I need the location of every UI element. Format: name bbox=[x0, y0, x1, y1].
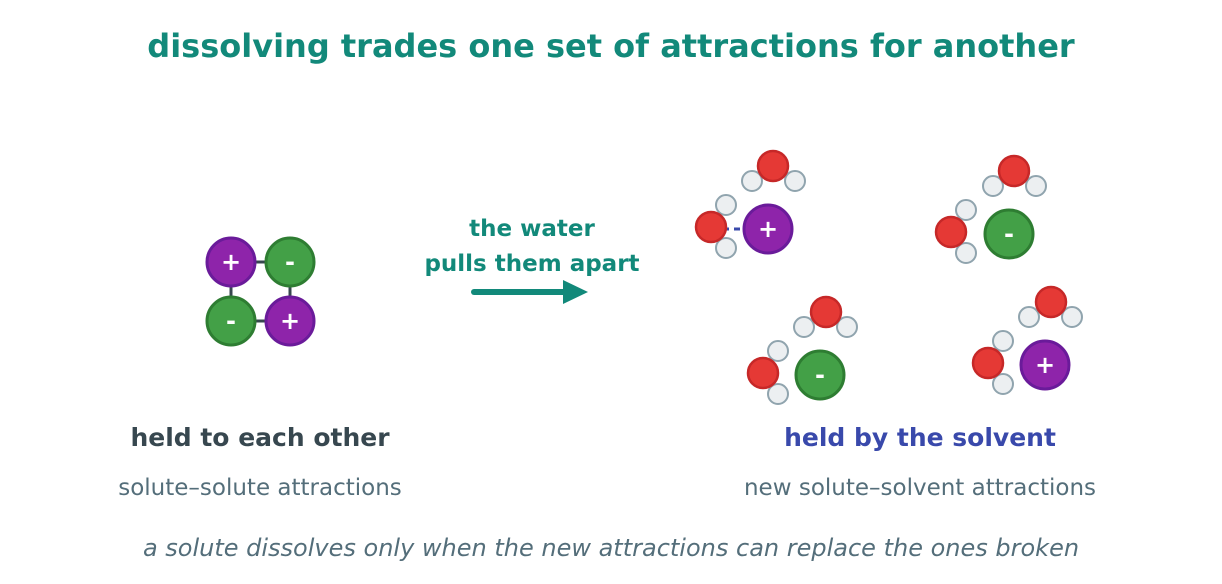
hydrogen-atom bbox=[784, 170, 806, 192]
hydrogen-atom bbox=[1025, 175, 1047, 197]
lattice-negative-ion: - bbox=[205, 295, 257, 347]
hydrogen-atom bbox=[836, 316, 858, 338]
ion-sign: + bbox=[1035, 351, 1055, 379]
left-subheading: solute–solute attractions bbox=[118, 475, 402, 501]
hydrated-negative-ion: - bbox=[934, 154, 1047, 264]
solvated-negative-ion: - bbox=[794, 349, 846, 401]
ion-sign: + bbox=[758, 215, 778, 243]
left-heading: held to each other bbox=[130, 423, 390, 452]
ion-sign: - bbox=[226, 307, 236, 335]
hydrogen-atom bbox=[767, 340, 789, 362]
process-arrow: the water pulls them apart bbox=[424, 216, 640, 304]
lattice-negative-ion: - bbox=[264, 236, 316, 288]
water-molecule bbox=[971, 330, 1014, 395]
water-molecule bbox=[741, 149, 806, 192]
arrow-head bbox=[563, 280, 588, 304]
oxygen-atom bbox=[809, 295, 843, 329]
solvated-positive-ion: + bbox=[742, 203, 794, 255]
lattice-positive-ion: + bbox=[264, 295, 316, 347]
oxygen-atom bbox=[746, 356, 780, 390]
ion-sign: + bbox=[280, 307, 300, 335]
ion-lattice: + - - + bbox=[205, 236, 316, 347]
hydrogen-atom bbox=[1018, 306, 1040, 328]
right-subheading: new solute–solvent attractions bbox=[744, 475, 1096, 501]
hydrogen-atom bbox=[741, 170, 763, 192]
footer-caption: a solute dissolves only when the new att… bbox=[143, 534, 1079, 562]
hydrogen-atom bbox=[793, 316, 815, 338]
oxygen-atom bbox=[997, 154, 1031, 188]
water-molecule bbox=[1018, 285, 1083, 328]
hydrogen-atom bbox=[767, 383, 789, 405]
hydrogen-atom bbox=[992, 330, 1014, 352]
right-heading: held by the solvent bbox=[784, 423, 1056, 452]
oxygen-atom bbox=[1034, 285, 1068, 319]
solvated-positive-ion: + bbox=[1019, 339, 1071, 391]
oxygen-atom bbox=[756, 149, 790, 183]
hydrogen-atom bbox=[955, 199, 977, 221]
hydrogen-atom bbox=[982, 175, 1004, 197]
water-molecule bbox=[694, 194, 737, 259]
water-molecule bbox=[934, 199, 977, 264]
oxygen-atom bbox=[934, 215, 968, 249]
ion-sign: - bbox=[285, 248, 295, 276]
oxygen-atom bbox=[694, 210, 728, 244]
water-molecule bbox=[746, 340, 789, 405]
hydrogen-atom bbox=[715, 237, 737, 259]
hydrated-ions: + - bbox=[694, 149, 1083, 405]
hydrogen-atom bbox=[955, 242, 977, 264]
hydrogen-atom bbox=[1061, 306, 1083, 328]
hydrated-positive-ion: + bbox=[971, 285, 1083, 395]
hydrogen-atom bbox=[992, 373, 1014, 395]
hydrated-positive-ion: + bbox=[694, 149, 806, 259]
ion-sign: - bbox=[815, 361, 825, 389]
ion-sign: + bbox=[221, 248, 241, 276]
arrow-label-line1: the water bbox=[469, 216, 595, 242]
lattice-positive-ion: + bbox=[205, 236, 257, 288]
solvated-negative-ion: - bbox=[983, 208, 1035, 260]
oxygen-atom bbox=[971, 346, 1005, 380]
hydrogen-atom bbox=[715, 194, 737, 216]
arrow-label-line2: pulls them apart bbox=[424, 251, 639, 277]
lattice-bonds bbox=[229, 260, 292, 323]
water-molecule bbox=[793, 295, 858, 338]
water-molecule bbox=[982, 154, 1047, 197]
hydrated-negative-ion: - bbox=[746, 295, 858, 405]
diagram-title: dissolving trades one set of attractions… bbox=[147, 27, 1075, 65]
ion-sign: - bbox=[1004, 220, 1014, 248]
